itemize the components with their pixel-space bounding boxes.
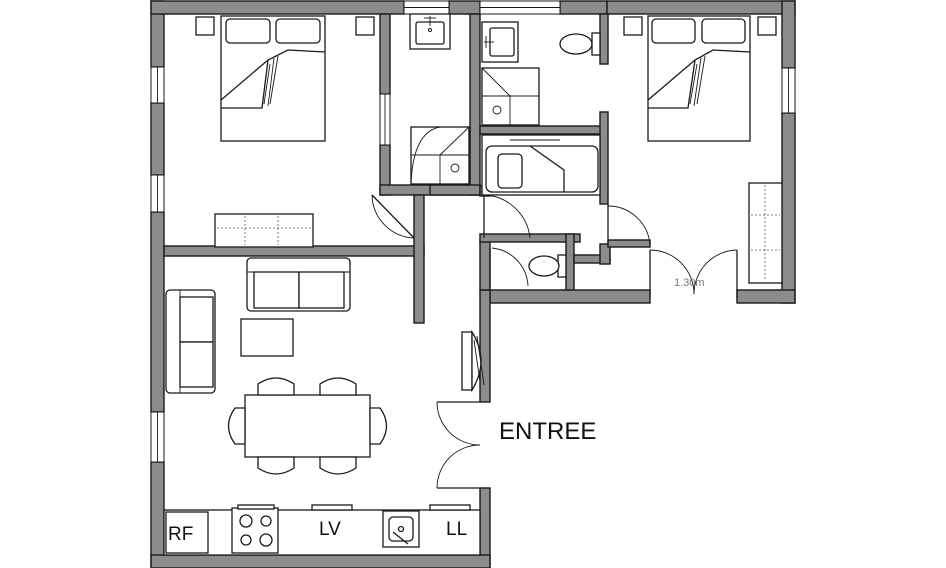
bedroom-2: 1.30m <box>623 15 783 289</box>
door-width-label: 1.30m <box>674 277 705 289</box>
sink-1 <box>409 13 451 50</box>
dining-table <box>244 394 371 458</box>
tv <box>461 329 485 393</box>
coffee-table <box>240 318 294 357</box>
fridge-label: RF <box>168 524 193 545</box>
double-bed-2 <box>647 15 751 142</box>
dishwasher-label: LV <box>319 519 341 540</box>
fridge <box>165 511 209 554</box>
toilet-1 <box>559 32 601 56</box>
washer-door <box>429 504 471 511</box>
shower-2 <box>481 67 540 126</box>
nightstand-left-2 <box>623 16 643 36</box>
sofa-top <box>246 257 351 312</box>
shower-1 <box>410 126 470 185</box>
dresser-1 <box>214 213 314 248</box>
wardrobe-2 <box>748 182 783 284</box>
double-bed-1 <box>220 15 326 142</box>
sofa-left <box>165 289 216 394</box>
walls <box>150 0 796 568</box>
kitchen-sink <box>382 510 420 548</box>
nightstand-right <box>355 16 375 36</box>
doors <box>371 194 738 489</box>
entrance-label: ENTREE <box>499 418 596 445</box>
chairs <box>227 377 388 475</box>
wc <box>528 254 567 278</box>
dishwasher-door <box>311 504 353 511</box>
nightstand-left <box>195 16 215 36</box>
kitchen-counter <box>163 509 481 556</box>
cooktop <box>231 504 279 554</box>
bathtub <box>481 134 601 196</box>
dining-set <box>227 377 388 475</box>
nightstand-right-2 <box>757 16 777 36</box>
washing-machine-label: LL <box>446 519 467 540</box>
windows <box>150 0 796 463</box>
bathroom-1 <box>409 13 470 185</box>
sink-2 <box>481 21 519 63</box>
bathroom-2 <box>481 21 601 126</box>
kitchen: RF LV LL <box>163 504 481 556</box>
living-room <box>165 257 485 394</box>
bedroom-1 <box>195 15 375 248</box>
